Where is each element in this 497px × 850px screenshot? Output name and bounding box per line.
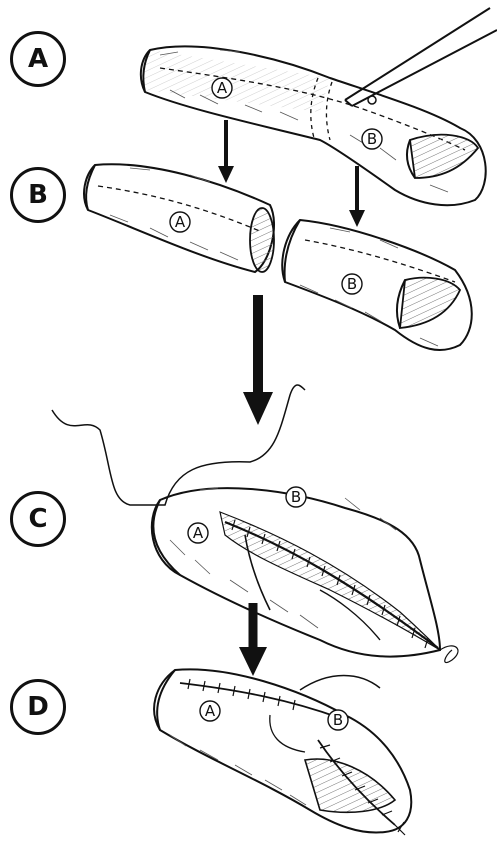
arrow-a-to-b-left xyxy=(218,120,234,183)
step-a-vessel xyxy=(141,8,497,205)
segment-a-marker-d: A xyxy=(200,701,220,721)
segment-b-text-b: B xyxy=(347,275,357,293)
segment-a-text-d: A xyxy=(205,702,216,720)
segment-b-marker: B xyxy=(362,129,382,149)
arrow-b-to-c xyxy=(243,295,273,425)
segment-b-marker-b: B xyxy=(342,274,362,294)
step-d-repaired-vessel xyxy=(154,669,411,835)
segment-b-text-d: B xyxy=(333,711,343,729)
arrow-a-to-b-right xyxy=(349,166,365,227)
arrow-c-to-d xyxy=(239,603,267,676)
segment-a-marker-c: A xyxy=(188,523,208,543)
step-b-segment-b xyxy=(282,220,471,350)
segment-a-text-c: A xyxy=(193,524,204,542)
segment-a-marker-b: A xyxy=(170,212,190,232)
segment-b-text-c: B xyxy=(291,488,301,506)
segment-a-text-b: A xyxy=(175,213,186,231)
segment-a-text: A xyxy=(217,79,228,97)
segment-b-marker-d: B xyxy=(328,710,348,730)
segment-b-text: B xyxy=(367,130,377,148)
segment-a-marker: A xyxy=(212,78,232,98)
segment-b-marker-c: B xyxy=(286,487,306,507)
